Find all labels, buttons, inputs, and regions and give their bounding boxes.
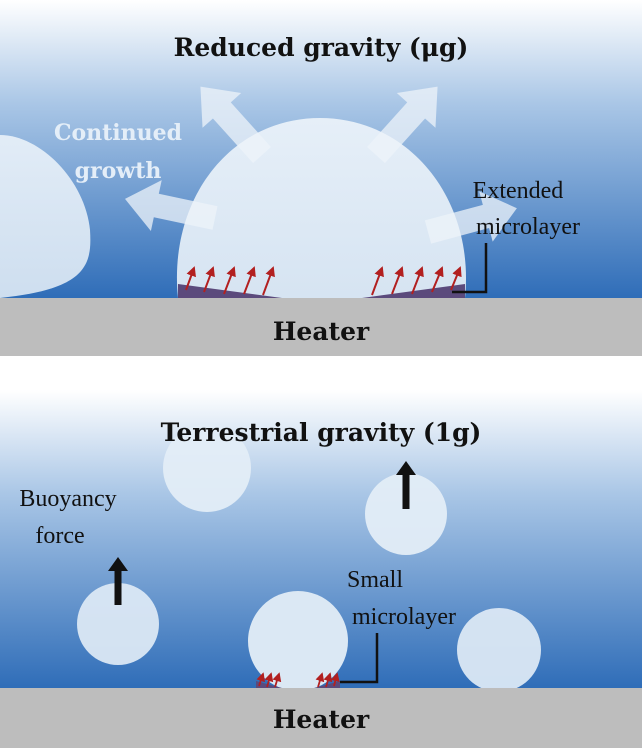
microlayer-leader-line-top [452,243,488,294]
heater-label-bottom: Heater [273,705,370,734]
rising-bubble [365,473,447,555]
heater-label-top: Heater [273,317,370,346]
heat-flux-arrow-icon [371,266,462,296]
attached-bubble [248,591,348,691]
heat-flux-arrow-icon [256,672,340,688]
small-microlayer-label-line2: microlayer [352,604,456,630]
microlayer-leader-line-bottom [340,633,379,684]
heater-top [0,298,642,356]
left-bubble-top [0,135,91,298]
continued-growth-label-line2: growth [75,158,162,184]
heat-flux-arrow-icon [185,266,275,296]
rising-bubble [77,583,159,665]
bottom-panel: Heater Terrestrial gravity (1g) Buoyancy… [0,390,642,748]
bottom-panel-title: Terrestrial gravity (1g) [161,418,482,447]
buoyancy-label-line2: force [35,523,84,549]
top-panel-title: Reduced gravity (μg) [174,33,469,62]
large-bubble [176,118,467,298]
extended-microlayer-label-line2: microlayer [476,214,580,240]
microlayer-left-top [178,284,282,298]
buoyancy-arrow-icon [108,461,416,605]
heater-bottom [0,688,642,748]
top-panel: Heater Reduced gravity (μg) [0,0,642,356]
continued-growth-label-line1: Continued [54,120,182,146]
rising-bubble [457,608,541,692]
growth-arrow-icon [125,86,517,244]
buoyancy-label-line1: Buoyancy [19,486,116,512]
small-microlayer-label-line1: Small [347,567,403,593]
extended-microlayer-label-line1: Extended [473,178,564,204]
rising-bubble [163,424,251,512]
